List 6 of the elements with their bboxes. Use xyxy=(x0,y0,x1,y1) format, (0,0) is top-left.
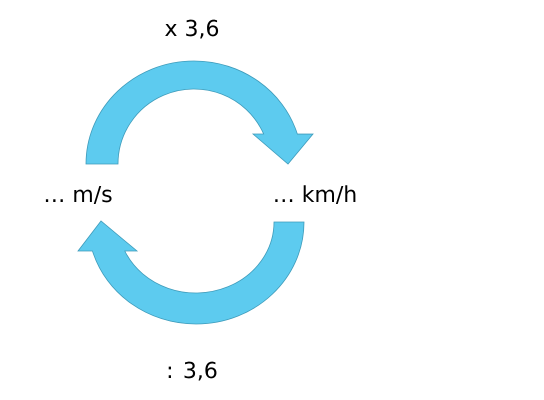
edge-label: x 3,6 xyxy=(165,20,218,39)
edge-label: : 3,6 xyxy=(168,362,216,381)
curved-arrow xyxy=(86,60,314,164)
unit-label: … m/s xyxy=(46,186,112,204)
unit-label: … km/h xyxy=(275,185,356,204)
curved-arrow xyxy=(78,220,304,324)
